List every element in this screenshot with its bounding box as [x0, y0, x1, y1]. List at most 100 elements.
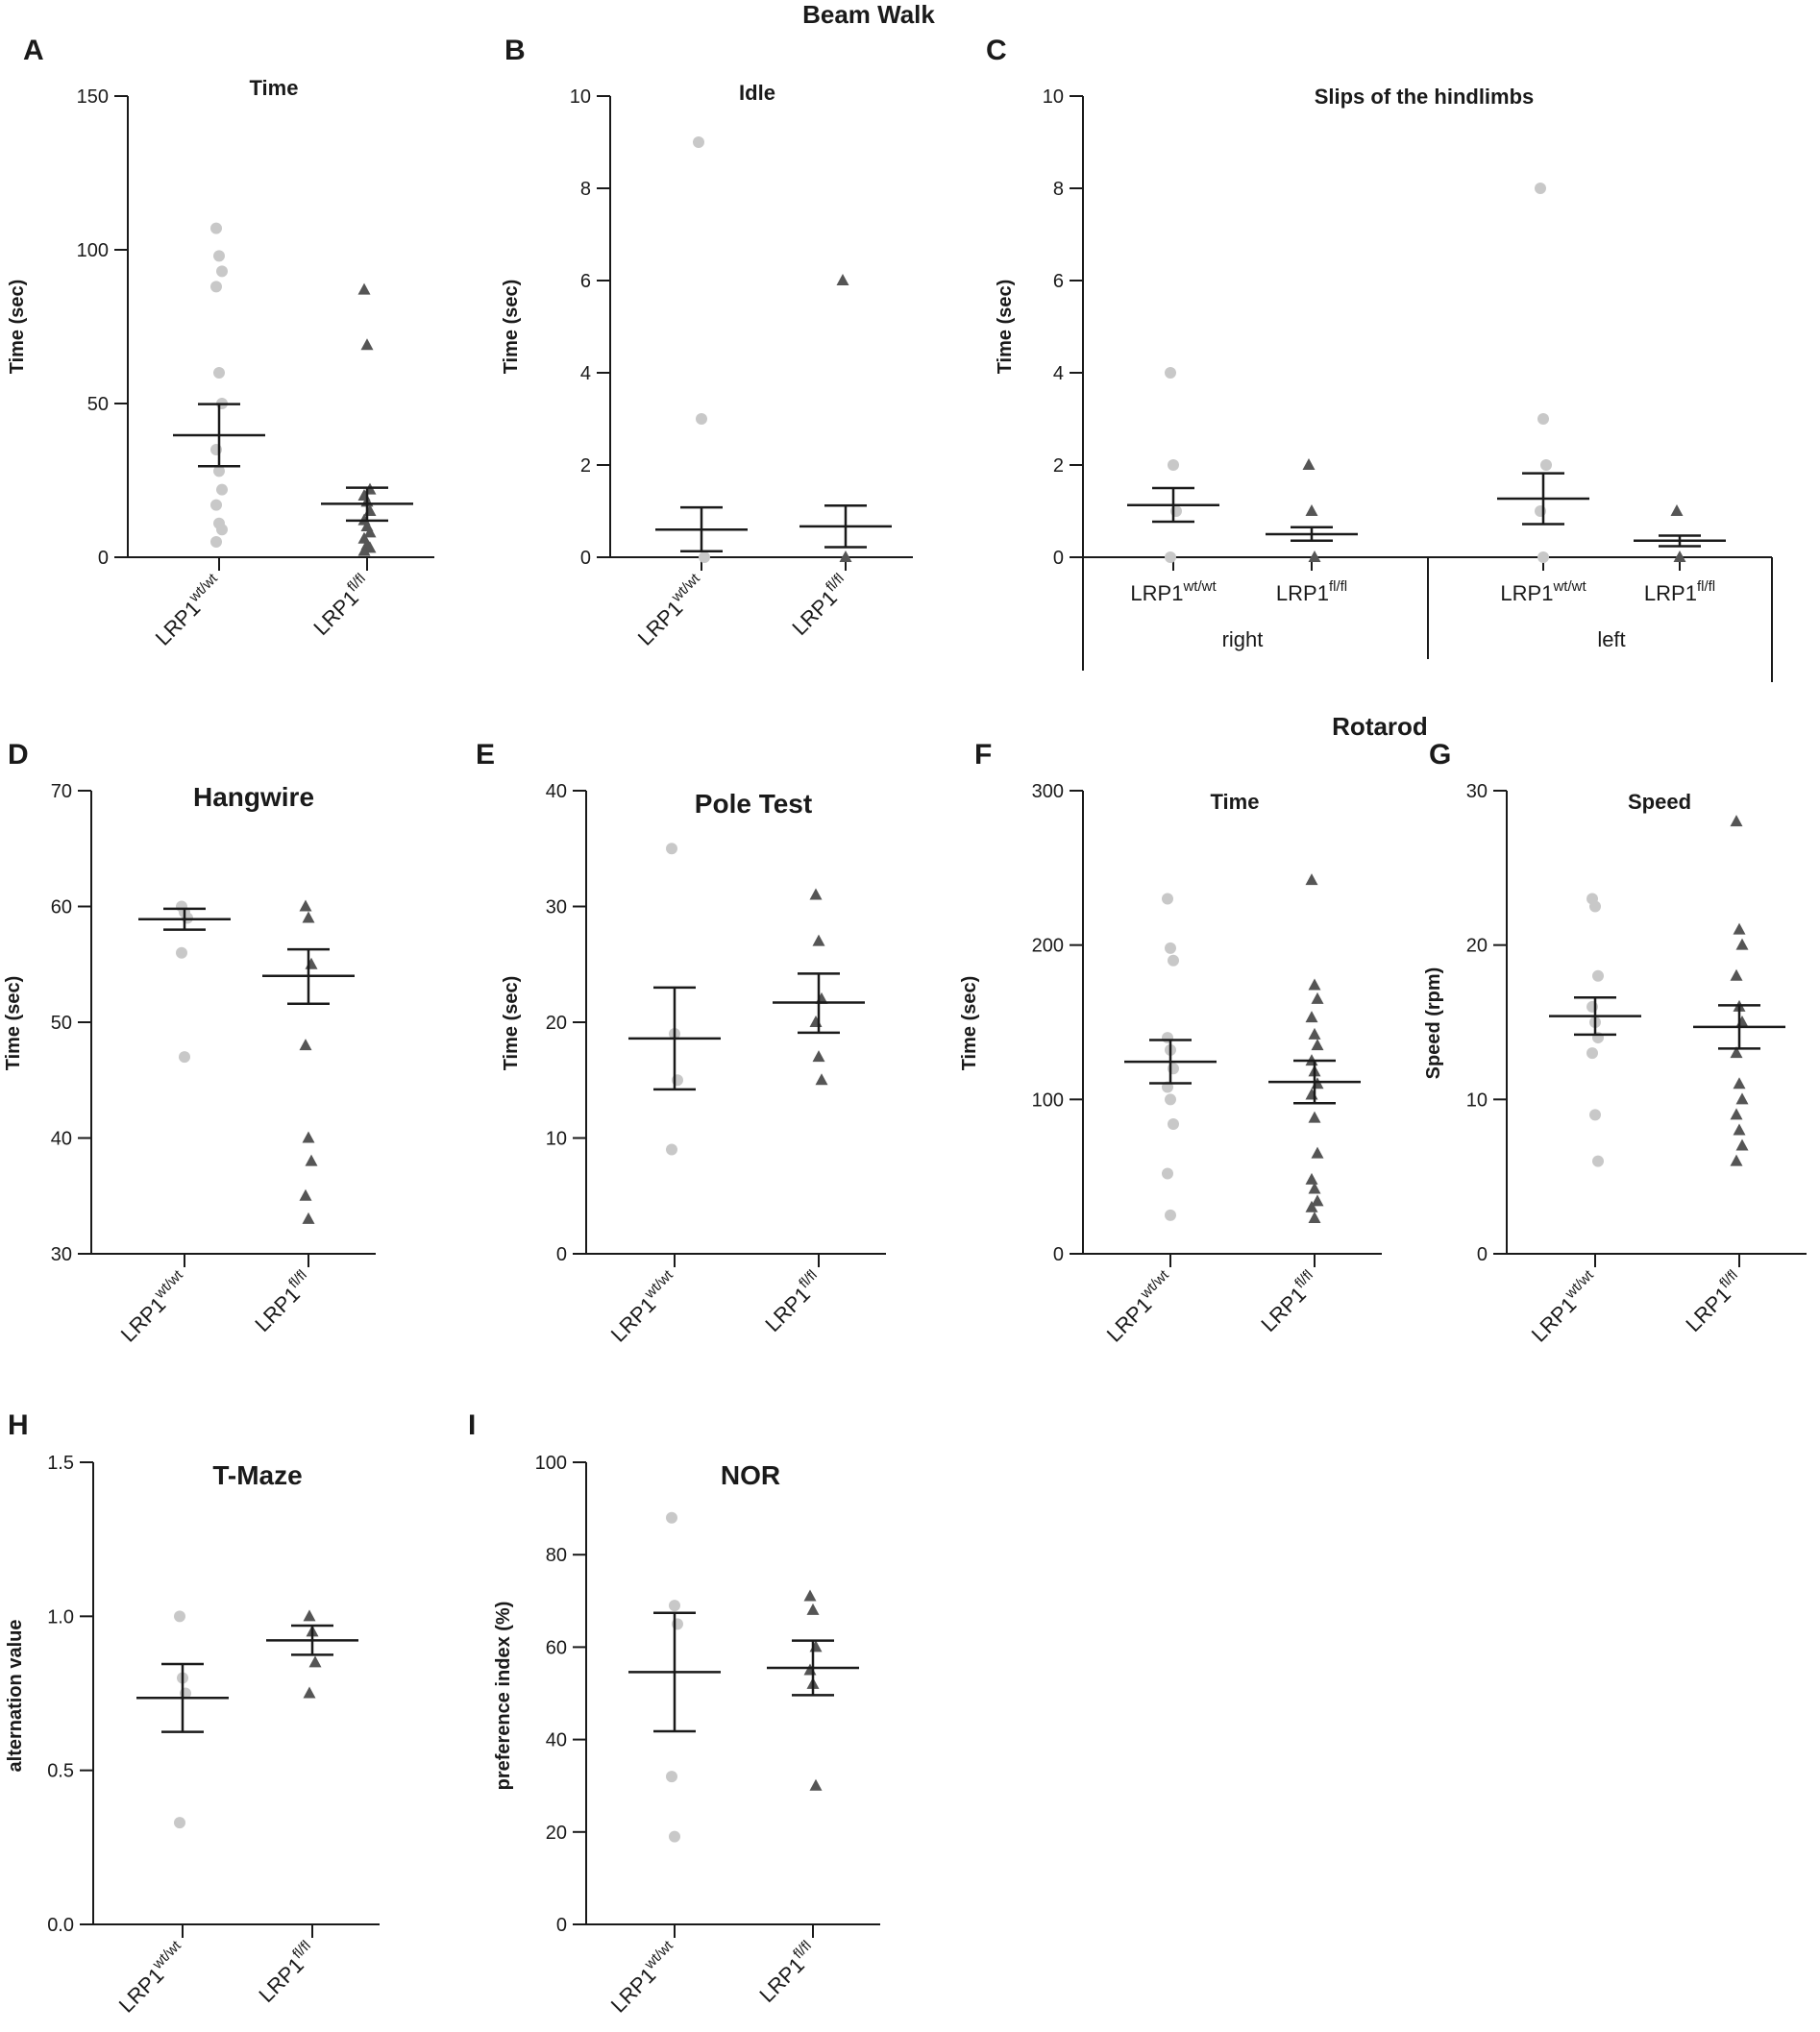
data-point	[1311, 1146, 1324, 1159]
data-point	[839, 551, 852, 562]
panel-letter: F	[974, 739, 992, 771]
x-tick-label-sup: fl/fl	[1716, 1267, 1741, 1292]
data-point	[1311, 1039, 1324, 1051]
group-title-beam-walk: Beam Walk	[802, 0, 935, 29]
y-tick-label: 60	[546, 1637, 567, 1658]
data-point	[210, 281, 222, 293]
y-tick-label: 0.0	[47, 1915, 74, 1936]
data-point	[179, 1051, 190, 1064]
x-tick-label-sup: wt/wt	[1137, 1266, 1172, 1302]
data-point	[1735, 1092, 1749, 1105]
y-tick-label: 40	[51, 1129, 72, 1150]
data-point	[302, 1212, 315, 1224]
data-point	[1162, 1167, 1173, 1180]
y-tick-label: 0	[556, 1244, 567, 1265]
x-tick-label-sup: wt/wt	[1182, 578, 1217, 595]
y-tick-label: 60	[51, 897, 72, 918]
data-point	[806, 1603, 820, 1615]
y-axis-label: Time (sec)	[7, 280, 28, 375]
data-point	[1168, 954, 1179, 967]
data-point	[809, 888, 823, 900]
y-axis-label: Time (sec)	[501, 280, 522, 375]
data-point	[1733, 1077, 1746, 1089]
y-tick-label: 0	[1053, 1244, 1064, 1265]
data-point	[210, 499, 222, 511]
x-tick-label-sup: wt/wt	[1552, 578, 1586, 595]
data-point	[693, 136, 704, 148]
x-tick-label: LRP1fl/fl	[758, 1267, 827, 1336]
data-point	[696, 413, 707, 425]
data-point	[299, 899, 312, 912]
y-tick-label: 70	[51, 781, 72, 802]
chart-title: NOR	[721, 1460, 780, 1490]
y-tick-label: 8	[580, 179, 591, 200]
y-tick-label: 4	[1053, 363, 1064, 384]
x-tick-label: LRP1wt/wt	[114, 1266, 194, 1346]
data-point	[1730, 815, 1743, 827]
data-point	[1673, 551, 1686, 562]
x-tick-label-sup: wt/wt	[641, 1266, 676, 1302]
data-point	[1165, 1093, 1176, 1106]
y-tick-label: 0	[556, 1915, 567, 1936]
x-tick-label-sup: fl/fl	[344, 571, 369, 596]
y-axis-label: Speed (rpm)	[1423, 967, 1444, 1080]
y-tick-label: 2	[1053, 455, 1064, 477]
data-point	[812, 1050, 825, 1063]
data-point	[809, 1778, 823, 1791]
data-point	[1308, 1212, 1321, 1224]
y-tick-label: 40	[546, 1730, 567, 1751]
data-point	[1730, 1046, 1743, 1059]
y-tick-label: 10	[570, 86, 591, 108]
data-point	[1537, 413, 1549, 425]
x-tick-label-sup: wt/wt	[641, 1937, 676, 1972]
data-point	[699, 551, 710, 563]
data-point	[299, 1188, 312, 1201]
data-point	[1733, 922, 1746, 935]
y-tick-label: 0	[98, 548, 109, 569]
y-tick-label: 1.0	[47, 1606, 74, 1628]
data-point	[363, 526, 377, 538]
y-tick-label: 0	[580, 548, 591, 569]
chart-title: Pole Test	[695, 789, 812, 819]
data-point	[669, 1830, 680, 1843]
data-point	[812, 934, 825, 946]
x-tick-label-sup: fl/fl	[1697, 578, 1715, 595]
data-point	[1305, 1088, 1318, 1100]
x-tick-label: LRP1wt/wt	[631, 570, 711, 649]
y-tick-label: 0	[1477, 1244, 1488, 1265]
data-point	[666, 1143, 677, 1156]
y-tick-label: 150	[77, 86, 109, 108]
x-tick-label: LRP1wt/wt	[1500, 578, 1586, 605]
chart-title: Slips of the hindlimbs	[1315, 85, 1535, 109]
data-point	[1586, 1047, 1598, 1060]
data-point	[357, 544, 371, 556]
data-point	[1535, 183, 1546, 194]
data-point	[1735, 1138, 1749, 1151]
panel-letter: D	[8, 739, 29, 771]
x-tick-label: LRP1fl/fl	[1644, 578, 1715, 605]
y-tick-label: 4	[580, 363, 591, 384]
data-point	[1165, 1209, 1176, 1221]
data-point	[1592, 1155, 1604, 1167]
y-tick-label: 30	[546, 897, 567, 918]
x-tick-label-sup: fl/fl	[285, 1267, 310, 1292]
data-point	[1537, 551, 1549, 563]
data-point	[1308, 978, 1321, 991]
data-point	[213, 250, 225, 262]
y-tick-label: 20	[546, 1823, 567, 1844]
x-tick-label: LRP1wt/wt	[1130, 578, 1217, 605]
y-axis-label: Time (sec)	[959, 976, 980, 1071]
data-point	[815, 1073, 828, 1086]
x-tick-label: LRP1wt/wt	[1100, 1266, 1180, 1346]
y-tick-label: 40	[546, 781, 567, 802]
y-axis-label: Time (sec)	[3, 976, 24, 1071]
x-tick-label: LRP1fl/fl	[248, 1267, 317, 1336]
panel-letter: E	[476, 739, 495, 771]
y-axis-label: Time (sec)	[501, 976, 522, 1071]
data-point	[1308, 1027, 1321, 1040]
data-point	[1311, 1194, 1324, 1207]
